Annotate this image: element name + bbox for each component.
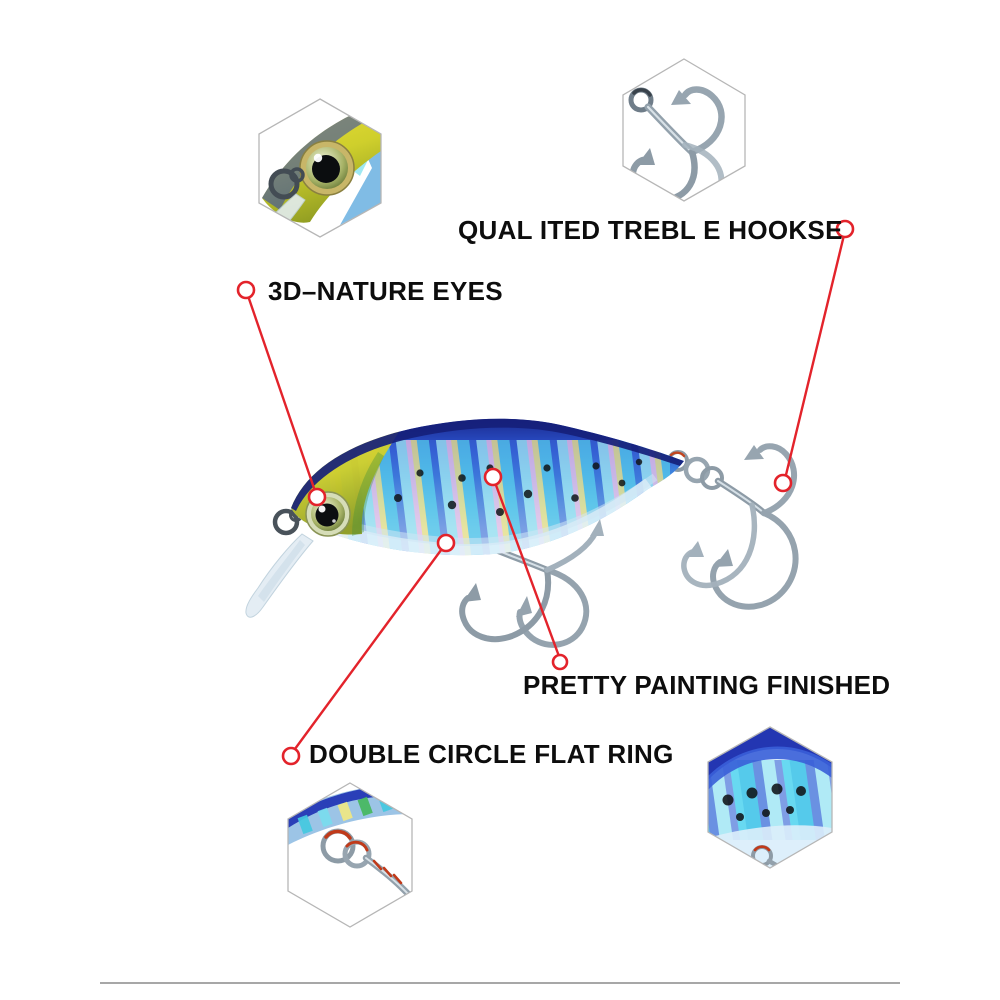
lure-eye — [305, 491, 351, 537]
callout-line-pretty-painting — [491, 476, 562, 660]
hexagon-thumb-treble-hook — [622, 58, 746, 202]
hexagon-thumb-paint-pattern — [707, 726, 833, 869]
label-pretty-painting: PRETTY PAINTING FINISHED — [523, 670, 891, 700]
tail-treble-hook — [667, 443, 799, 610]
label-nature-eyes: 3D–NATURE EYES — [268, 276, 503, 306]
callout-target-belly-ring — [436, 533, 456, 553]
callout-line-treble-hooks — [783, 230, 847, 480]
lure-photo — [245, 418, 799, 648]
callout-target-eye — [307, 487, 327, 507]
hexagon-thumb-split-ring — [287, 782, 413, 928]
callout-line-nature-eyes — [244, 289, 317, 492]
callout-marker-nature-eyes — [236, 280, 256, 300]
tail-split-ring-2 — [700, 466, 724, 490]
callout-marker-flat-ring — [281, 746, 301, 766]
label-treble-hooks: QUAL ITED TREBL E HOOKSE — [458, 215, 843, 245]
callout-target-flank-paint — [483, 467, 503, 487]
callout-marker-pretty-painting — [551, 653, 569, 671]
lure-lip-blade — [258, 540, 305, 602]
callout-target-tail-hook — [773, 473, 793, 493]
callout-marker-treble-hooks — [835, 219, 855, 239]
hexagon-thumb-eye-closeup — [258, 98, 382, 238]
callout-lines — [236, 219, 855, 766]
lure-back-ridge — [291, 418, 684, 511]
label-flat-ring: DOUBLE CIRCLE FLAT RING — [309, 739, 674, 769]
callout-line-flat-ring — [291, 545, 445, 754]
flank-spots — [394, 458, 643, 516]
belly-treble-hook — [421, 511, 604, 648]
